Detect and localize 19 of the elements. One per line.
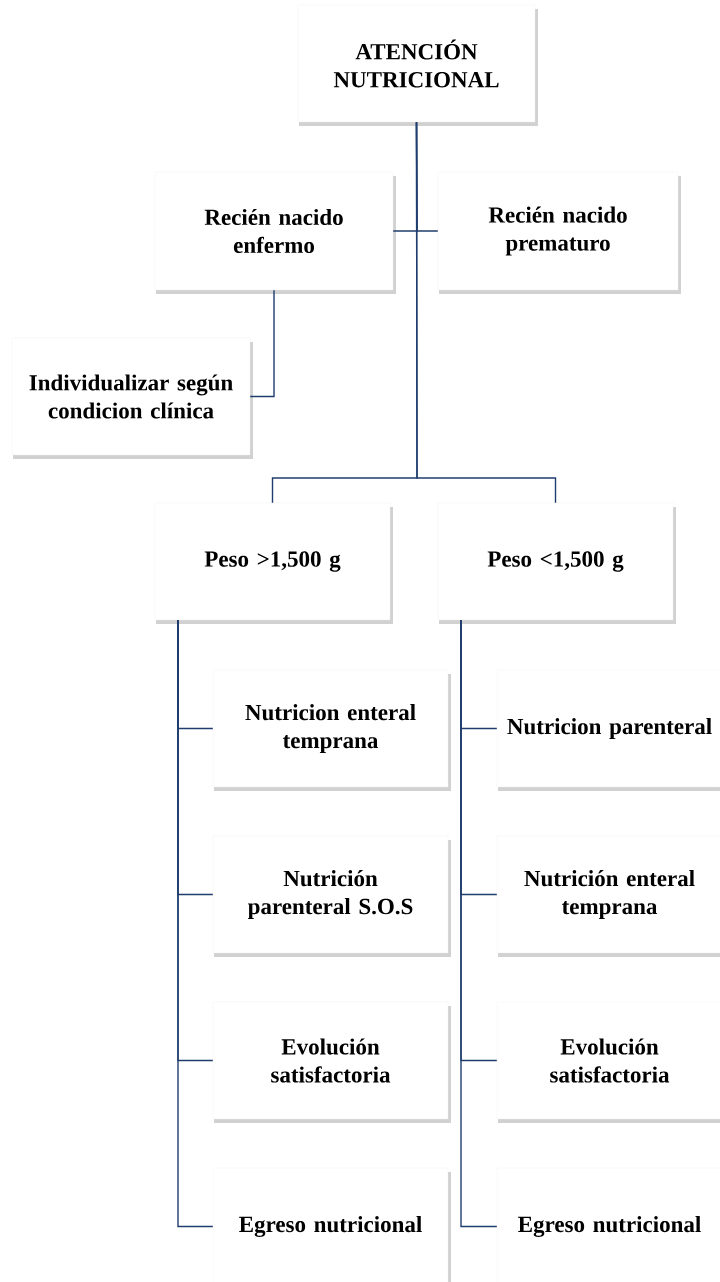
box: Evolución satisfactoria	[496, 1001, 720, 1123]
box: Recién nacido prematuro	[437, 171, 681, 294]
box: Evolución satisfactoria	[212, 1001, 451, 1123]
box: Peso <1,500 g	[437, 502, 676, 624]
connector-line	[415, 121, 557, 504]
box: Egreso nutricional	[496, 1167, 720, 1282]
box: Egreso nutricional	[212, 1167, 451, 1282]
box: Individualizar según condicion clínica	[11, 337, 253, 459]
connector-line	[249, 289, 275, 398]
node-label: Egreso nutricional	[518, 1215, 701, 1238]
connector-line	[177, 619, 214, 1228]
box: Nutrición parenteral S.O.S	[212, 835, 451, 957]
box: Nutrición enteral temprana	[496, 835, 720, 957]
connector-line	[460, 619, 498, 1228]
box: Peso >1,500 g	[154, 502, 393, 624]
box: ATENCIÓN NUTRICIONAL	[297, 4, 538, 126]
box: Nutricion parenteral	[496, 669, 720, 791]
box: Nutricion enteral temprana	[212, 669, 451, 791]
box: Recién nacido enfermo	[154, 171, 396, 294]
